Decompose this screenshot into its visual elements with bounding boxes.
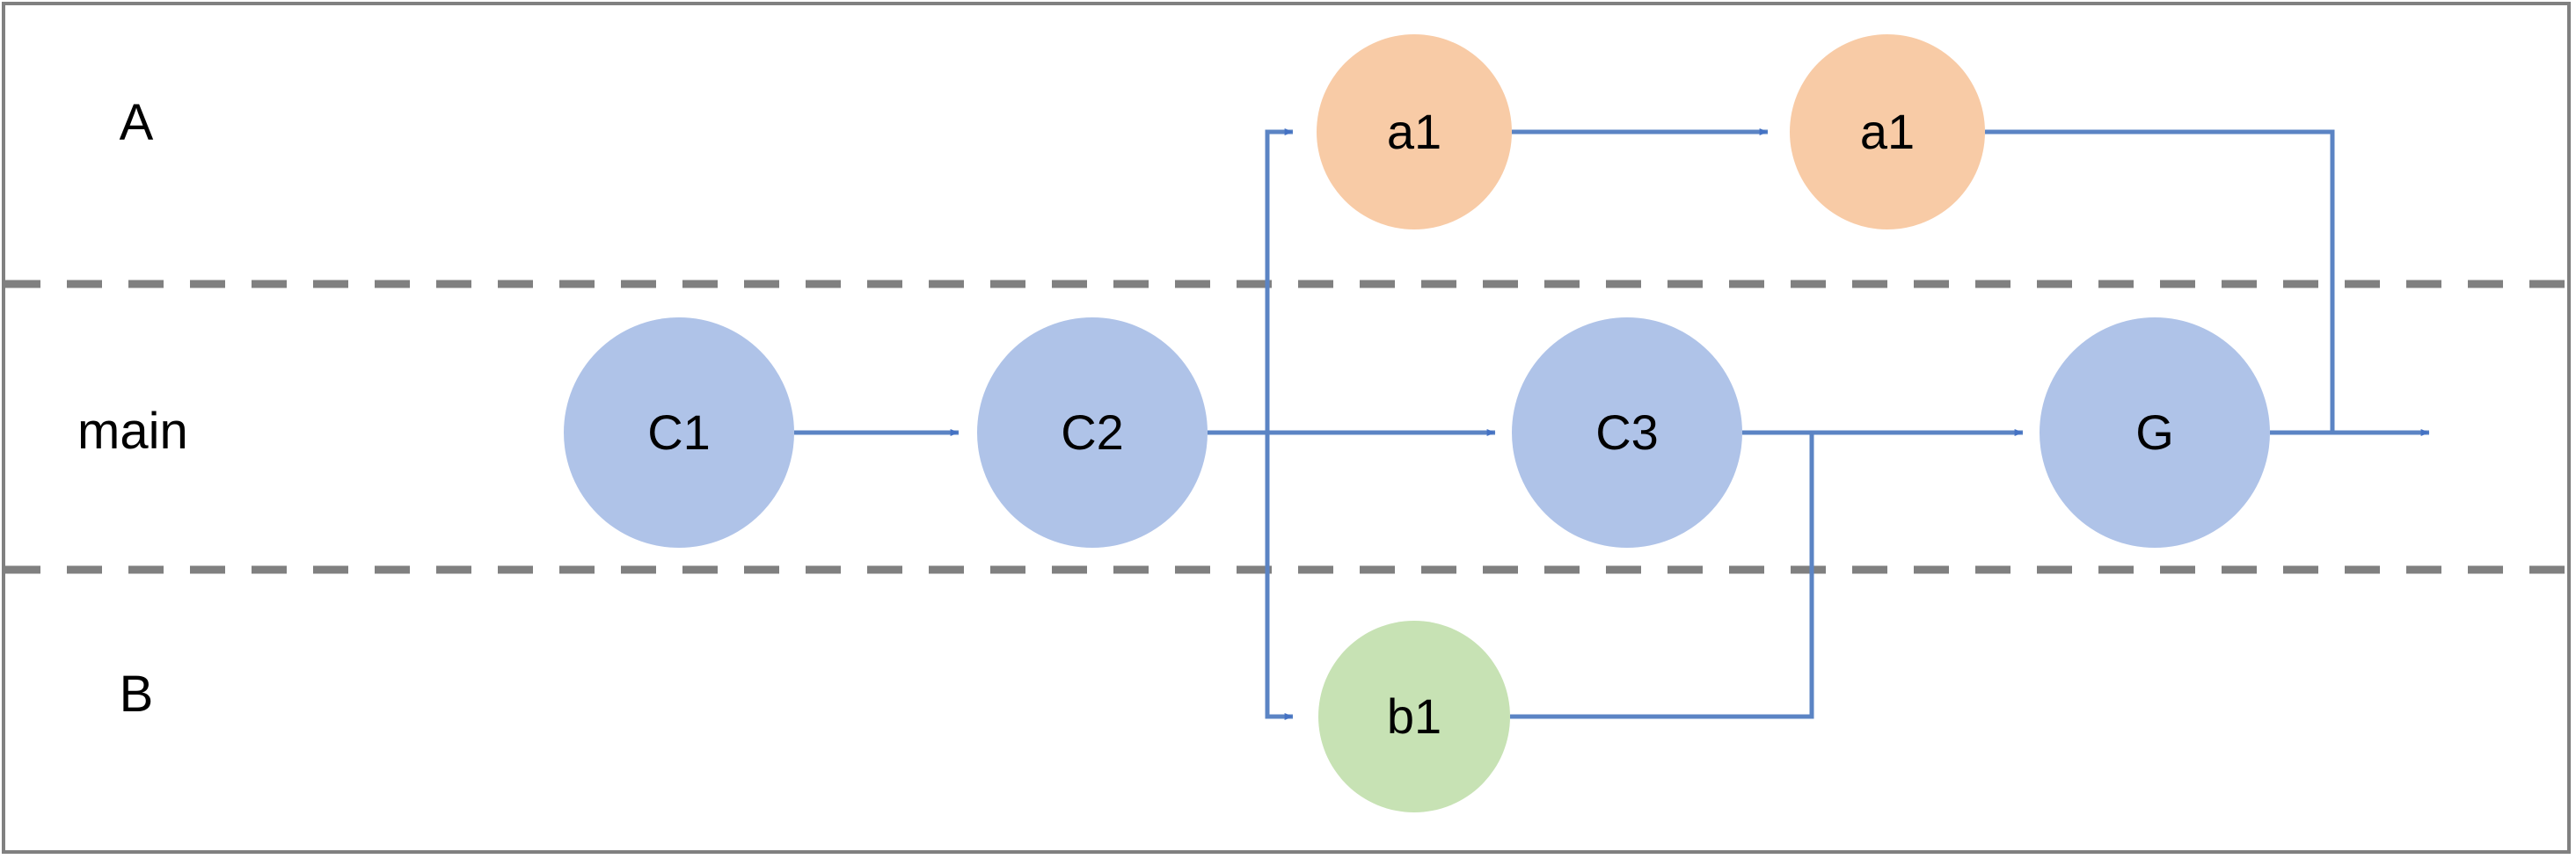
- node-b1[interactable]: b1: [1318, 621, 1510, 812]
- node-a1-first[interactable]: a1: [1317, 34, 1512, 229]
- node-c1[interactable]: C1: [564, 317, 794, 548]
- lane-label-a: A: [119, 94, 154, 151]
- node-c3[interactable]: C3: [1512, 317, 1742, 548]
- lane-label-main: main: [77, 403, 188, 460]
- edge-b1-merge-c3: [1510, 433, 1814, 719]
- lane-label-b: B: [119, 666, 154, 723]
- edge-c2-a1: [1265, 128, 1294, 433]
- node-c2[interactable]: C2: [977, 317, 1208, 548]
- edge-a1-merge-g: [1985, 129, 2335, 433]
- node-a1-second[interactable]: a1: [1790, 34, 1985, 229]
- node-g[interactable]: G: [2040, 317, 2270, 548]
- edge-c2-b1: [1265, 433, 1294, 720]
